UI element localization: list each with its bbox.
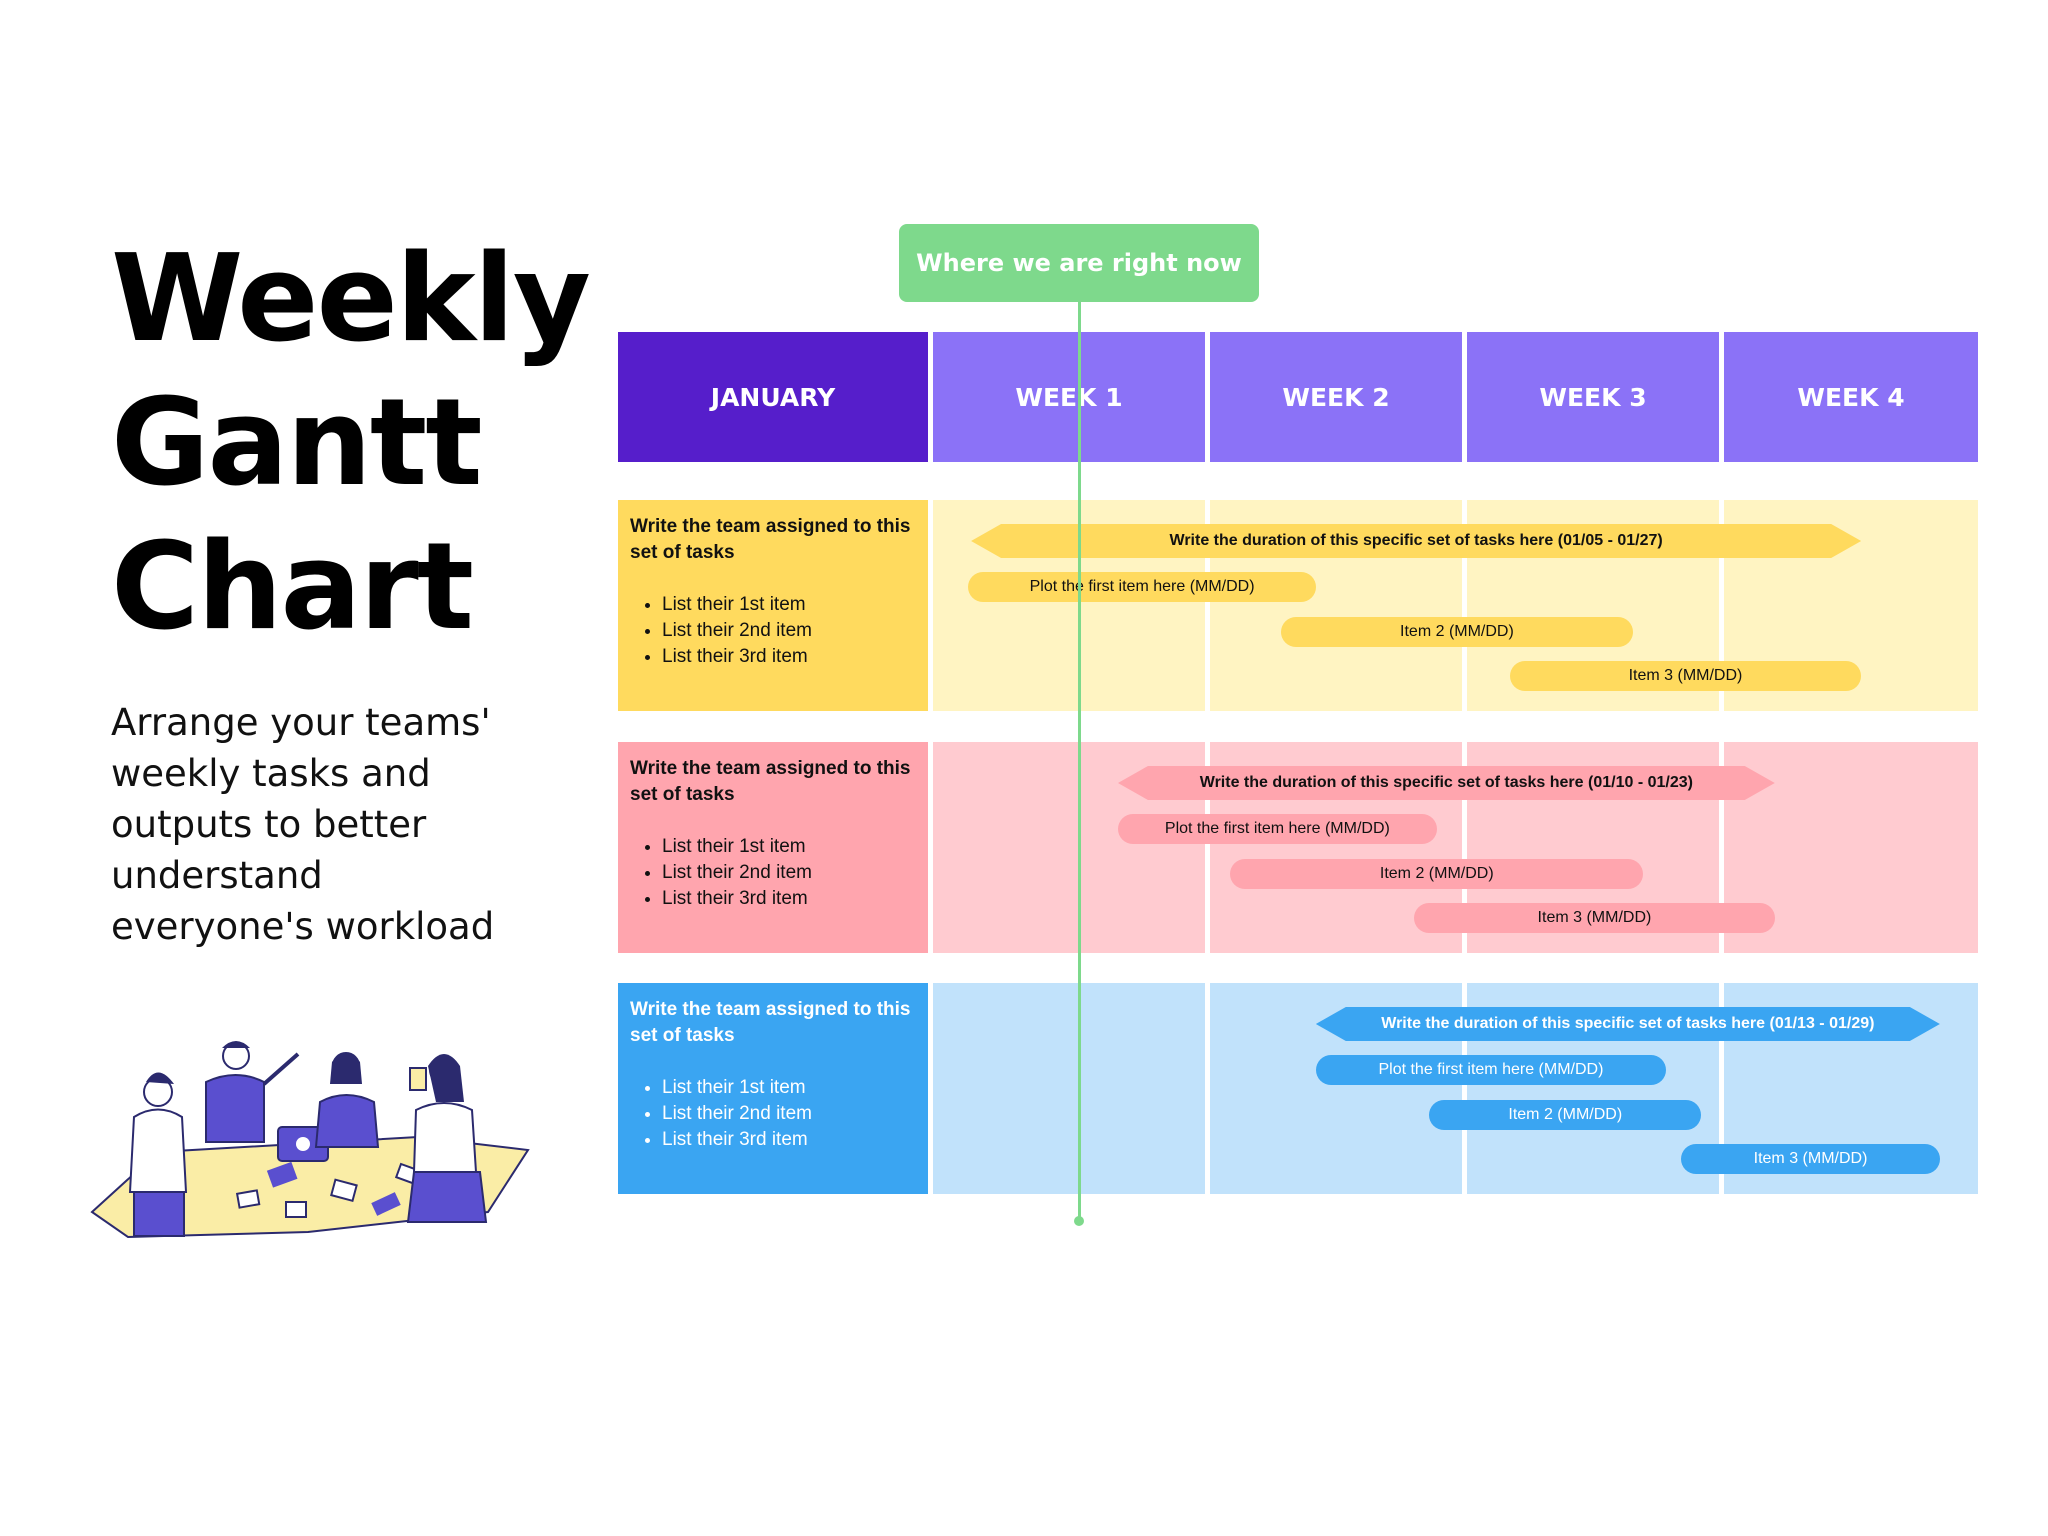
team-item: List their 2nd item [662,618,916,644]
team-item: List their 3rd item [662,644,916,670]
task-bar-3: Item 3 (MM/DD) [1414,903,1775,933]
current-position-dot [1074,1216,1084,1226]
team-item: List their 1st item [662,592,916,618]
title-line-1: Weekly [111,230,591,369]
team-item: List their 3rd item [662,886,916,912]
team-item: List their 1st item [662,1075,916,1101]
team-collaboration-illustration [90,1041,530,1239]
header-week-3: WEEK 3 [1467,332,1719,462]
team-title: Write the team assigned to this set of t… [630,758,911,805]
task-bar-2: Item 2 (MM/DD) [1230,859,1644,889]
page-subtitle: Arrange your teams' weekly tasks and out… [111,701,495,948]
task-bar-3: Item 3 (MM/DD) [1681,1144,1940,1174]
team-item: List their 2nd item [662,860,916,886]
week-background-cell [933,983,1205,1194]
header-week-4: WEEK 4 [1724,332,1978,462]
team-title: Write the team assigned to this set of t… [630,516,911,563]
team-cell-3: Write the team assigned to this set of t… [618,983,928,1194]
duration-arrow-bar: Write the duration of this specific set … [1316,1007,1940,1041]
task-bar-2: Item 2 (MM/DD) [1280,617,1634,647]
header-week-1: WEEK 1 [933,332,1205,462]
current-position-line [1078,300,1081,1220]
page-title: Weekly Gantt Chart [111,228,591,660]
task-bar-1: Plot the first item here (MM/DD) [1315,1055,1667,1085]
team-item: List their 2nd item [662,1101,916,1127]
team-item-list: List their 1st itemList their 2nd itemLi… [630,1075,916,1153]
task-bar-2: Item 2 (MM/DD) [1429,1100,1702,1130]
current-position-label: Where we are right now [899,224,1259,302]
task-bar-1: Plot the first item here (MM/DD) [1117,814,1437,844]
team-title: Write the team assigned to this set of t… [630,999,911,1046]
team-item: List their 1st item [662,834,916,860]
header-week-2: WEEK 2 [1210,332,1462,462]
duration-arrow-bar: Write the duration of this specific set … [971,524,1861,558]
team-item-list: List their 1st itemList their 2nd itemLi… [630,834,916,912]
team-item: List their 3rd item [662,1127,916,1153]
title-line-2: Gantt [111,374,483,513]
team-item-list: List their 1st itemList their 2nd itemLi… [630,592,916,670]
task-bar-1: Plot the first item here (MM/DD) [968,572,1316,602]
team-cell-2: Write the team assigned to this set of t… [618,742,928,953]
duration-arrow-bar: Write the duration of this specific set … [1118,766,1775,800]
task-bar-3: Item 3 (MM/DD) [1509,661,1862,691]
team-cell-1: Write the team assigned to this set of t… [618,500,928,711]
title-line-3: Chart [111,518,474,657]
header-month: JANUARY [618,332,928,462]
